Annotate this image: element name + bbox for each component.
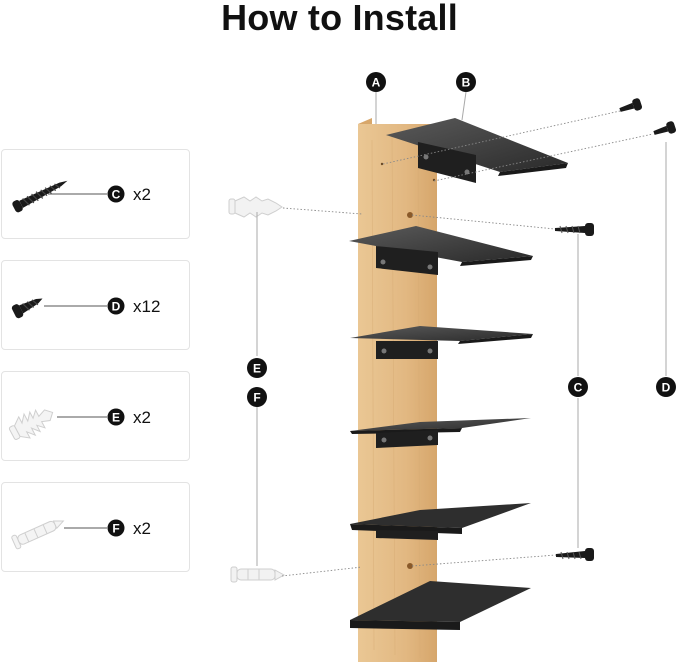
part-quantity: x2 xyxy=(133,408,151,427)
svg-text:F: F xyxy=(253,391,260,405)
long-screw-icon xyxy=(12,180,125,213)
callout-e: E xyxy=(247,358,267,378)
metal-shelf-3 xyxy=(350,326,533,359)
svg-text:D: D xyxy=(662,381,671,395)
metal-shelf-1 xyxy=(386,118,568,183)
callout-f: F xyxy=(247,387,267,407)
callout-d: D xyxy=(656,377,676,397)
wood-board xyxy=(358,124,437,662)
metal-shelf-4 xyxy=(350,418,531,448)
long-screw-bottom xyxy=(556,548,594,561)
svg-text:A: A xyxy=(372,76,381,90)
svg-text:E: E xyxy=(253,362,261,376)
callout-b: B xyxy=(456,72,476,92)
metal-shelf-2 xyxy=(349,226,533,275)
part-label-e: E xyxy=(112,411,120,425)
long-screw-top xyxy=(555,223,594,236)
wall-anchor-bottom xyxy=(230,566,286,583)
short-screw-2 xyxy=(653,121,676,135)
svg-text:C: C xyxy=(574,381,583,395)
part-quantity: x2 xyxy=(133,185,151,204)
part-label-d: D xyxy=(112,300,121,314)
short-screw-1 xyxy=(619,98,642,112)
callout-a: A xyxy=(366,72,386,92)
part-quantity: x12 xyxy=(133,297,161,316)
part-card-short-screw: D x12 xyxy=(1,260,190,350)
part-quantity: x2 xyxy=(133,519,151,538)
metal-shelf-6 xyxy=(350,581,531,630)
part-card-wall-plug: F x2 xyxy=(1,482,190,572)
metal-shelf-5 xyxy=(350,503,531,540)
screw-hole xyxy=(407,212,413,218)
part-card-ribbed-anchor: E x2 xyxy=(1,371,190,461)
callout-c: C xyxy=(568,377,588,397)
screw-hole xyxy=(407,563,413,569)
page-title: How to Install xyxy=(221,0,458,38)
short-screw-icon: D xyxy=(11,297,125,319)
part-card-long-screw: C x2 xyxy=(1,149,190,239)
wall-anchor-top xyxy=(228,196,283,218)
part-label-f: F xyxy=(112,522,119,536)
svg-text:B: B xyxy=(462,76,471,90)
ribbed-wall-anchor-icon: E xyxy=(8,408,125,440)
wall-plug-icon: F xyxy=(11,519,125,550)
